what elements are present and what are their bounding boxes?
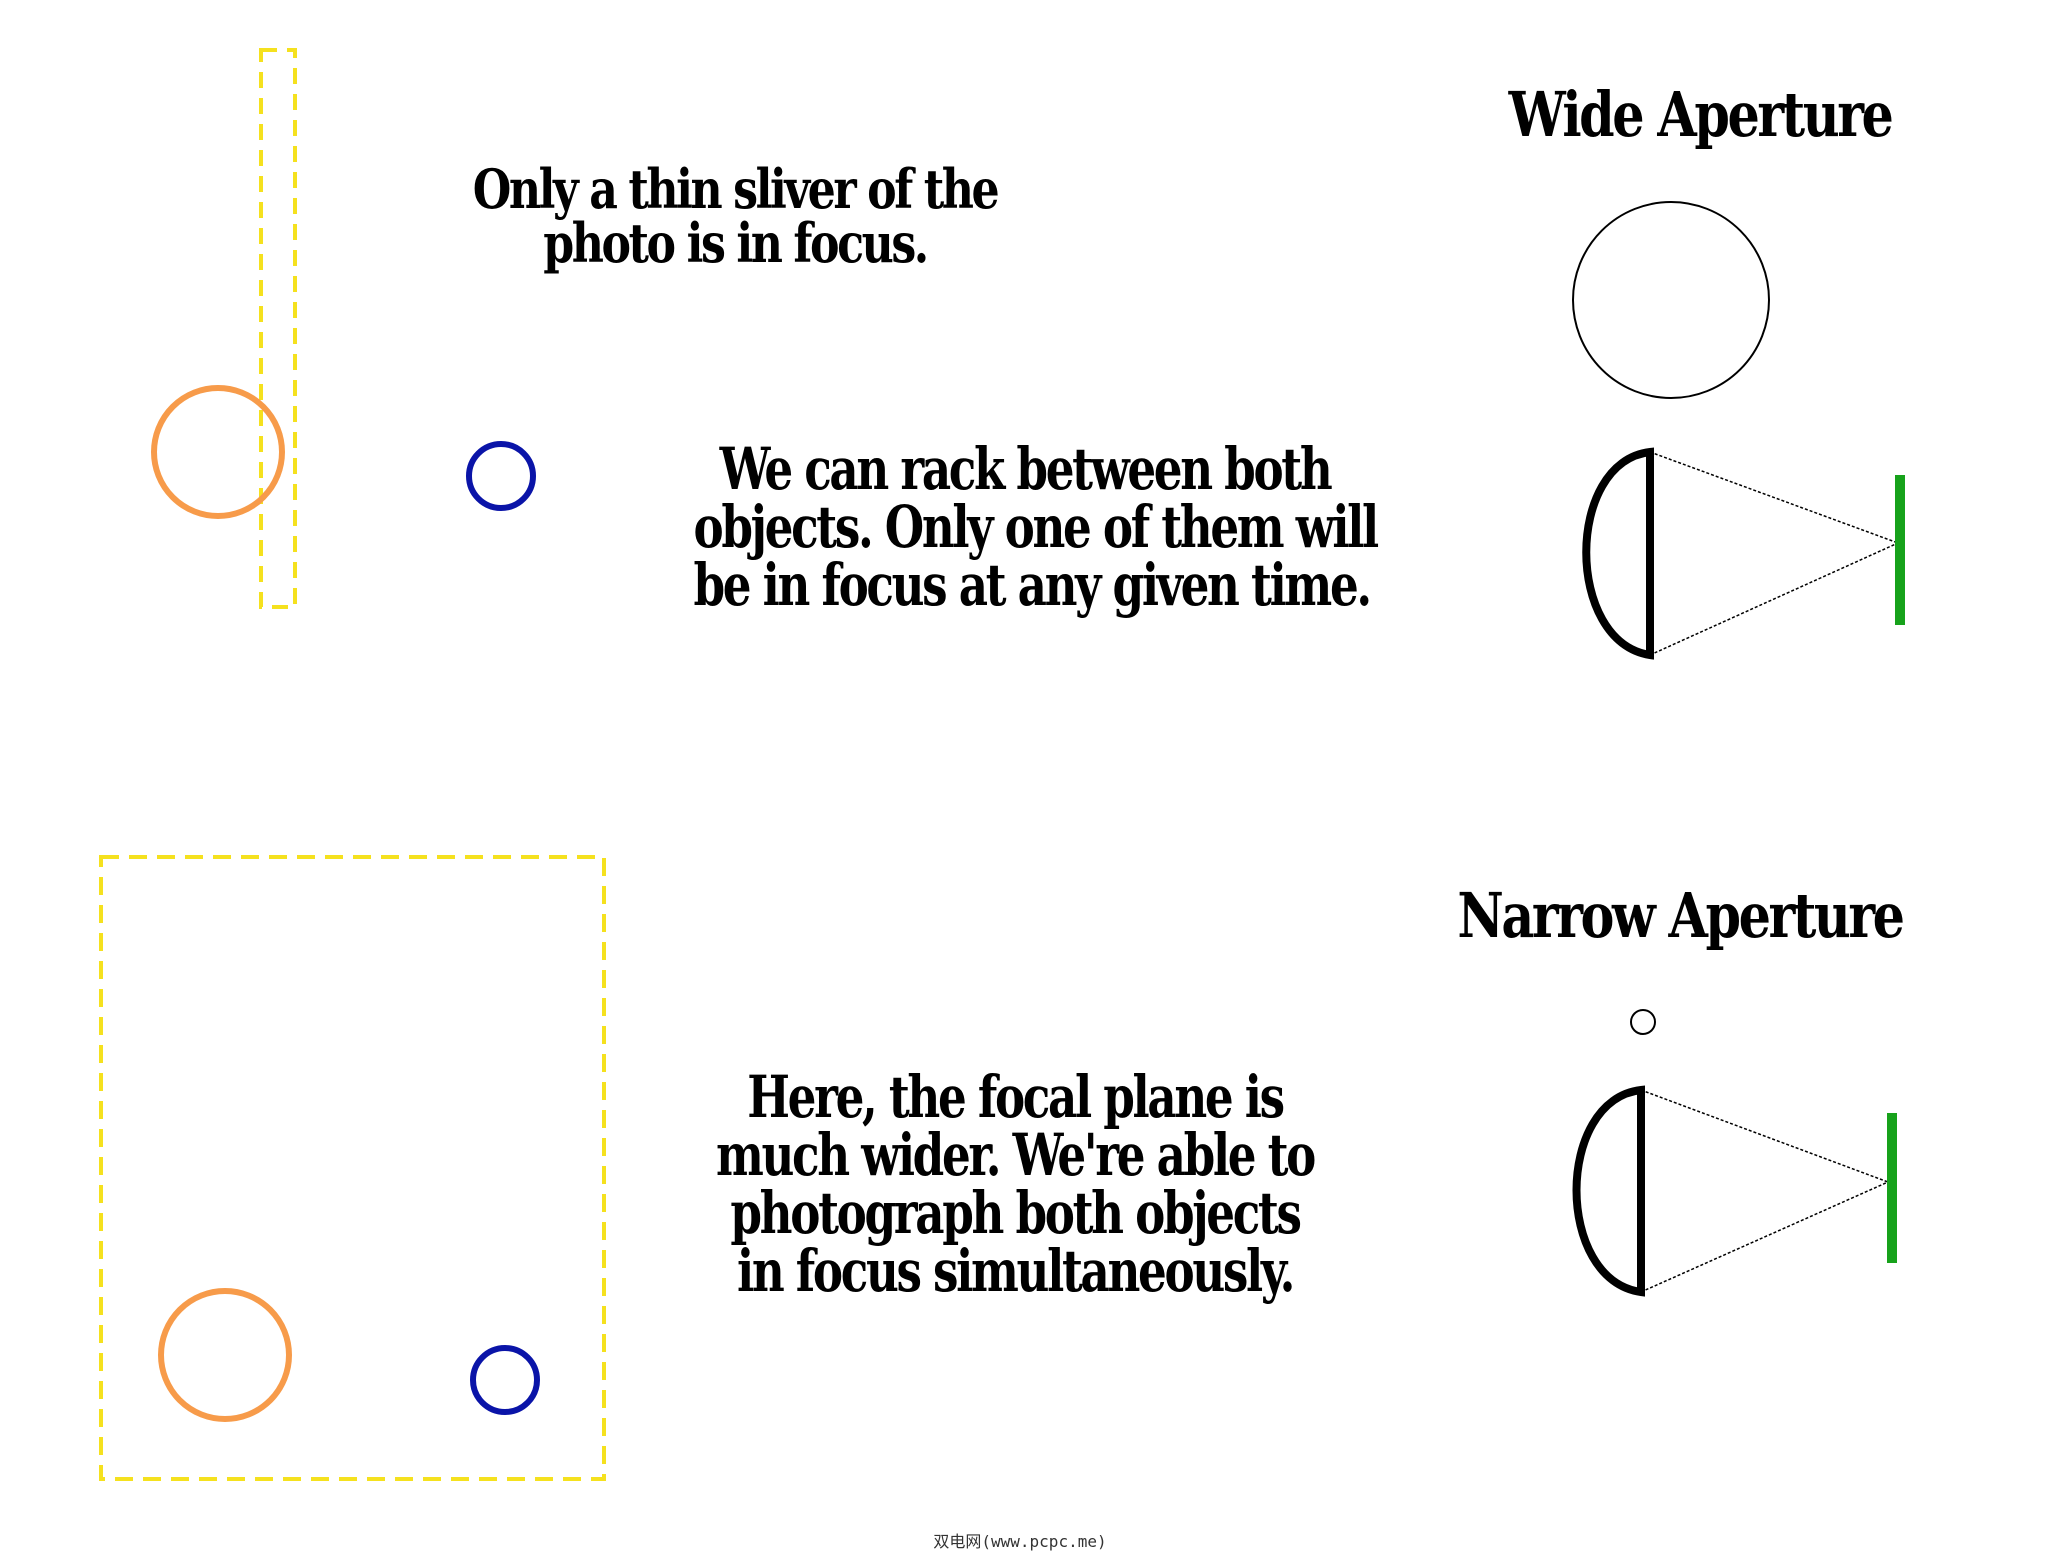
narrow-aperture-heading: Narrow Aperture bbox=[1457, 879, 1905, 952]
caption-line: photograph both objects bbox=[730, 1179, 1302, 1247]
lens-icon-bottom bbox=[1572, 1085, 1645, 1297]
far-object-circle-top bbox=[466, 441, 536, 511]
rack-focus-caption: We can rack between both objects. Only o… bbox=[693, 435, 1380, 619]
wide-focal-plane-caption: Here, the focal plane is much wider. We'… bbox=[684, 1068, 1347, 1300]
narrow-aperture-opening bbox=[1630, 1009, 1656, 1035]
shallow-focal-plane bbox=[259, 48, 297, 609]
light-ray-upper-bottom bbox=[1640, 1089, 1889, 1183]
caption-line: be in focus at any given time. bbox=[693, 551, 1373, 619]
deep-focal-plane bbox=[99, 855, 606, 1481]
caption-line: photo is in focus. bbox=[543, 211, 929, 275]
caption-line: We can rack between both bbox=[719, 435, 1333, 503]
caption-line: Only a thin sliver of the bbox=[472, 157, 1000, 221]
wide-aperture-heading: Wide Aperture bbox=[1508, 78, 1894, 151]
near-object-circle-top bbox=[151, 385, 285, 519]
lens-icon-top bbox=[1582, 447, 1654, 660]
caption-line: in focus simultaneously. bbox=[736, 1237, 1295, 1305]
wide-aperture-opening bbox=[1572, 201, 1770, 399]
light-ray-lower-top bbox=[1649, 542, 1899, 656]
caption-line: objects. Only one of them will bbox=[693, 493, 1380, 561]
near-object-circle-bottom bbox=[158, 1288, 292, 1422]
watermark-text: 双电网(www.pcpc.me) bbox=[933, 1532, 1107, 1551]
far-object-circle-bottom bbox=[470, 1345, 540, 1415]
light-ray-upper-top bbox=[1649, 451, 1899, 544]
caption-line: Here, the focal plane is bbox=[747, 1063, 1285, 1131]
light-ray-lower-bottom bbox=[1640, 1181, 1889, 1293]
caption-line: much wider. We're able to bbox=[715, 1121, 1316, 1189]
thin-sliver-caption: Only a thin sliver of the photo is in fo… bbox=[452, 162, 1018, 270]
